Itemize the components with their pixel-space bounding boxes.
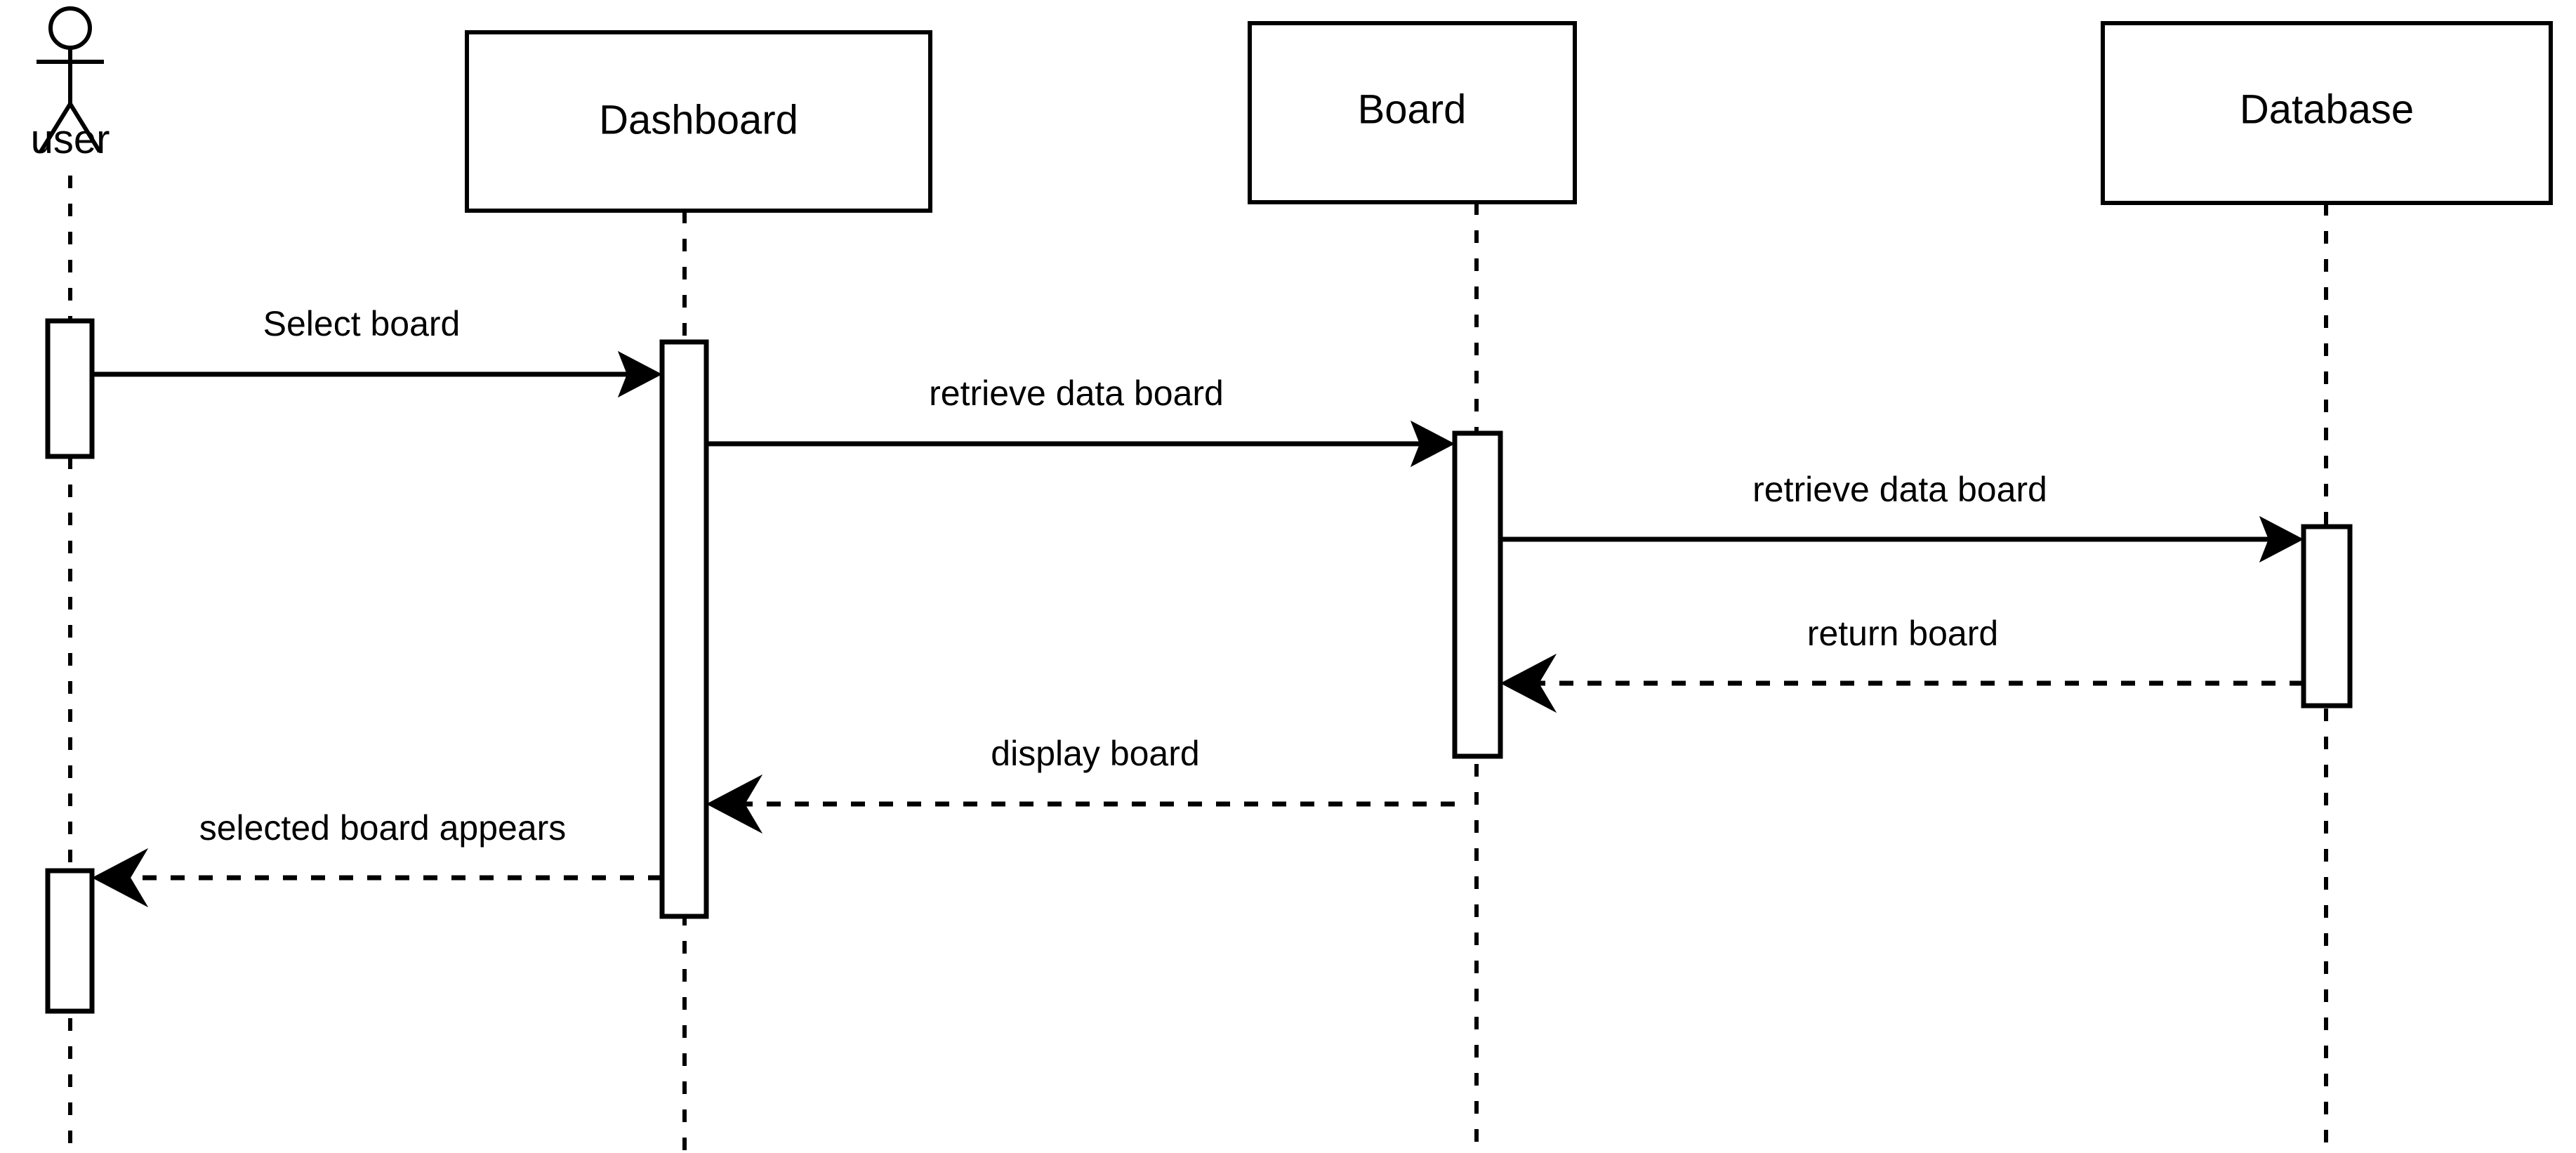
activation-bar-board[interactable] [1452, 430, 1503, 759]
message-display-board[interactable]: display board [706, 734, 1455, 834]
participant-label-dashboard: Dashboard [599, 97, 798, 143]
participant-label-database: Database [2240, 86, 2414, 132]
participant-database[interactable]: Database [2101, 21, 2553, 205]
arrowhead-retrieve-data-board-2-overlay [2259, 516, 2304, 562]
message-return-board[interactable]: return board [1500, 614, 2304, 713]
message-retrieve-data-board-dashboard-to-board[interactable]: retrieve data board [706, 374, 1455, 467]
arrowhead-retrieve-data-board-1-overlay [1411, 421, 1455, 467]
activation-bar-user-2[interactable] [45, 868, 95, 1014]
actor-head-icon [48, 6, 92, 50]
participant-dashboard[interactable]: Dashboard [465, 30, 932, 213]
participant-box-dashboard[interactable] [465, 30, 932, 213]
message-selected-board-appears[interactable]: selected board appears [92, 808, 662, 907]
message-label-select-board: Select board [263, 304, 461, 343]
arrowheads-overlay [92, 351, 2304, 907]
message-label-display-board: display board [991, 734, 1199, 773]
message-retrieve-data-board-board-to-database[interactable]: retrieve data board [1500, 470, 2304, 562]
participant-box-database[interactable] [2101, 21, 2553, 205]
participant-label-user: user [31, 117, 110, 162]
arrowhead-display-board-overlay [706, 775, 762, 834]
arrowhead-selected-board-appears-overlay [92, 848, 148, 907]
actor-right-leg-icon [68, 103, 102, 153]
message-label-return-board: return board [1807, 614, 1998, 653]
messages-layer: Select board retrieve data board retriev… [92, 304, 2304, 907]
activation-bar-dashboard[interactable] [659, 339, 709, 919]
activations-layer [45, 318, 2353, 1014]
message-label-selected-board-appears: selected board appears [199, 808, 567, 848]
activation-bar-database[interactable] [2301, 524, 2353, 709]
participant-box-board[interactable] [1248, 21, 1577, 204]
actor-left-leg-icon [39, 103, 72, 153]
arrowhead-return-board-overlay [1500, 654, 1557, 713]
participant-user[interactable]: user [31, 6, 110, 162]
arrowhead-select-board-overlay [618, 351, 662, 397]
participant-board[interactable]: Board [1248, 21, 1577, 204]
message-label-retrieve-data-board-1: retrieve data board [929, 374, 1224, 413]
message-label-retrieve-data-board-2: retrieve data board [1752, 470, 2047, 509]
message-select-board[interactable]: Select board [92, 304, 662, 397]
activation-bar-user-1[interactable] [45, 318, 95, 459]
participant-label-board: Board [1358, 86, 1467, 132]
